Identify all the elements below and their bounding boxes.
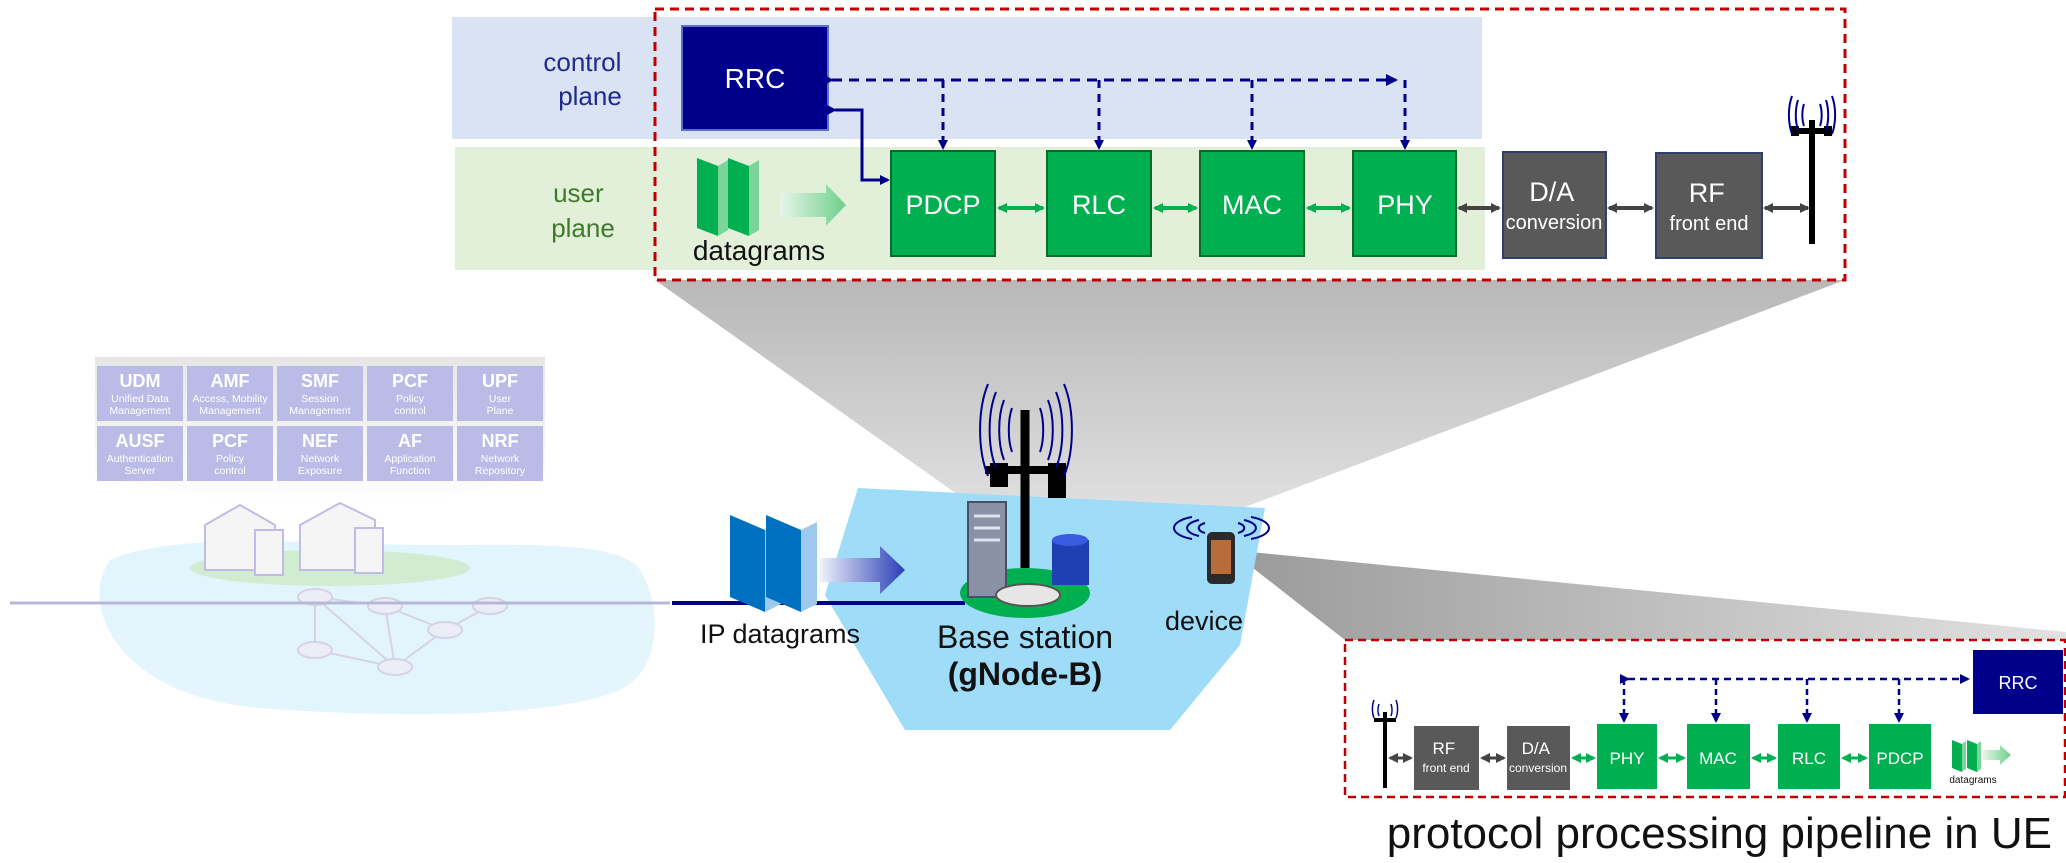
ip-datagrams-label: IP datagrams (700, 619, 860, 649)
core-function-desc: User (489, 393, 512, 405)
base-station-pipeline-frame (653, 7, 1847, 282)
ue-rlc-label: RLC (1792, 749, 1826, 768)
rf-front-end-label: RF front end (1670, 178, 1749, 235)
phy-label: PHY (1377, 190, 1433, 220)
core-function-abbr: AMF (211, 371, 250, 391)
core-function-desc: Function (390, 465, 430, 477)
ue-datagrams-label: datagrams (1949, 775, 1996, 786)
ue-da-conversion-label: D/A conversion (1509, 739, 1567, 775)
core-function-desc: Application (384, 453, 436, 465)
da-conversion-box[interactable] (1502, 151, 1607, 259)
ue-antenna-icon (1371, 699, 1399, 788)
core-function-desc: Management (289, 405, 350, 417)
rrc-label: RRC (725, 63, 786, 94)
user-plane-label: user plane (551, 178, 615, 243)
pdcp-box[interactable] (890, 150, 996, 257)
core-function-abbr: SMF (301, 371, 339, 391)
core-function-desc: Management (199, 405, 260, 417)
core-function-desc: Plane (487, 405, 514, 417)
core-function-desc: Network (301, 453, 340, 465)
control-plane-label: control plane (543, 47, 628, 111)
ue-phy-box[interactable] (1597, 724, 1657, 789)
rlc-box[interactable] (1046, 150, 1152, 257)
phone-icon (1173, 516, 1270, 584)
core-function-abbr: PCF (212, 431, 248, 451)
device-label: device (1165, 606, 1243, 636)
ue-mac-box[interactable] (1687, 724, 1750, 789)
core-function-abbr: NRF (482, 431, 519, 451)
ue-pipeline-frame (1343, 638, 2066, 799)
ue-phy-label: PHY (1610, 749, 1645, 768)
rf-front-end-box[interactable] (1655, 152, 1763, 259)
pdcp-label: PDCP (905, 190, 980, 220)
control-plane-band (452, 17, 1482, 139)
core-function-desc: Policy (216, 453, 245, 465)
datagrams-icon (697, 158, 846, 236)
core-function-abbr: UDM (120, 371, 161, 391)
ue-rrc-label: RRC (1999, 673, 2038, 693)
core-function-desc: control (394, 405, 426, 417)
core-function-desc: Exposure (298, 465, 343, 477)
core-function-abbr: UPF (482, 371, 518, 391)
core-function-desc: Policy (396, 393, 425, 405)
gnodeb-label: (gNode-B) (948, 656, 1103, 692)
zoom-funnel-top (655, 280, 1845, 560)
phy-box[interactable] (1352, 150, 1457, 257)
ue-rrc-box[interactable] (1973, 650, 2063, 714)
mac-box[interactable] (1199, 150, 1305, 257)
ue-da-conversion-box[interactable] (1507, 726, 1570, 790)
da-conversion-label: D/A conversion (1506, 177, 1603, 234)
core-function-desc: Repository (475, 465, 526, 477)
figure-caption: protocol processing pipeline in UE (1386, 809, 2052, 858)
rlc-label: RLC (1072, 190, 1126, 220)
core-function-desc: Unified Data (111, 393, 169, 405)
zoom-funnel-ue (1230, 550, 2066, 640)
datagrams-label: datagrams (693, 235, 825, 266)
base-station-icon (960, 383, 1090, 618)
core-function-abbr: AF (398, 431, 422, 451)
ue-mac-label: MAC (1699, 749, 1737, 768)
ue-rlc-box[interactable] (1778, 724, 1840, 789)
ue-rf-front-end-label: RF front end (1422, 739, 1469, 775)
ue-pdcp-label: PDCP (1876, 749, 1923, 768)
core-function-abbr: AUSF (116, 431, 165, 451)
base-station-label: Base station (937, 619, 1113, 655)
ue-datagrams-icon (1952, 740, 2011, 772)
rrc-box[interactable] (681, 25, 829, 131)
ip-datagrams-icon (730, 515, 905, 612)
mac-label: MAC (1222, 190, 1282, 220)
core-function-desc: Session (301, 393, 339, 405)
core-function-abbr: PCF (392, 371, 428, 391)
rrc-pdcp-link (827, 105, 890, 185)
core-function-desc: control (214, 465, 246, 477)
ue-pdcp-box[interactable] (1869, 724, 1931, 789)
ue-rf-front-end-box[interactable] (1414, 726, 1479, 790)
core-function-abbr: NEF (302, 431, 338, 451)
core-function-desc: Management (109, 405, 170, 417)
core-function-desc: Access, Mobility (192, 393, 268, 405)
core-function-desc: Authentication (107, 453, 174, 465)
antenna-icon (1787, 95, 1837, 244)
core-function-desc: Network (481, 453, 520, 465)
core-function-desc: Server (125, 465, 156, 477)
